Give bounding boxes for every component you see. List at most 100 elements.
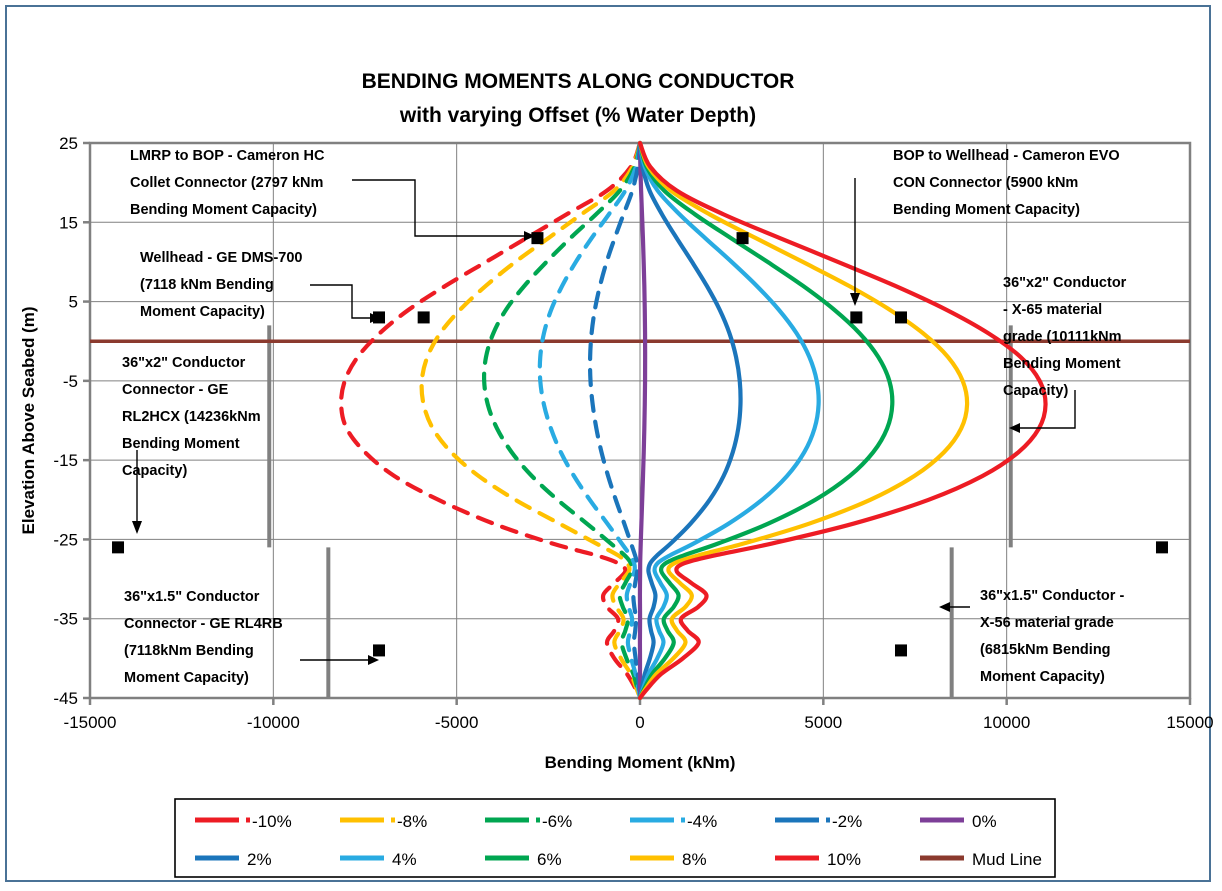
annotation-line: grade (10111kNm (1003, 329, 1122, 345)
x-tick-label: -5000 (435, 713, 478, 732)
annotation-line: X-56 material grade (980, 615, 1114, 631)
annotation-line: Wellhead - GE DMS-700 (140, 250, 303, 266)
annotation-line: BOP to Wellhead - Cameron EVO (893, 148, 1120, 164)
legend-box (174, 798, 1056, 878)
capacity-marker (1155, 541, 1168, 554)
arrowhead-conductor-15in (368, 655, 379, 665)
y-tick-label: 25 (59, 134, 78, 153)
series-line-0pct (637, 140, 648, 701)
legend-label: 8% (682, 850, 707, 869)
legend-label: -8% (397, 812, 427, 831)
annotation-line: (6815kNm Bending (980, 642, 1111, 658)
annotation-line: 36"x1.5" Conductor - (980, 588, 1124, 604)
annotation-line: 36"x2" Conductor (122, 355, 246, 371)
x-tick-label: 10000 (983, 713, 1030, 732)
capacity-marker (531, 232, 544, 245)
legend-label: Mud Line (972, 850, 1042, 869)
x-tick-label: 0 (635, 713, 644, 732)
legend-label: 4% (392, 850, 417, 869)
x-tick-label: -15000 (64, 713, 117, 732)
y-tick-label: -25 (53, 530, 78, 549)
annotation-line: - X-65 material (1003, 302, 1102, 318)
annotation-line: RL2HCX (14236kNm (122, 409, 261, 425)
legend-item[interactable]: -10% (195, 812, 292, 831)
arrowhead-wellhead (370, 313, 381, 323)
series-line-neg6pct (481, 140, 643, 701)
x-tick-label: -10000 (247, 713, 300, 732)
series-line-neg4pct (537, 140, 643, 701)
annotation-line: Bending Moment Capacity) (893, 202, 1080, 218)
annotation-line: 36"x2" Conductor (1003, 275, 1127, 291)
y-tick-label: -35 (53, 610, 78, 629)
annotation-line: CON Connector (5900 kNm (893, 175, 1078, 191)
series-line-neg10pct (339, 140, 643, 701)
legend-item[interactable]: 2% (195, 850, 272, 869)
leader-wellhead (310, 284, 378, 319)
x-axis-label: Bending Moment (kNm) (545, 753, 736, 772)
annotation-line: Connector - GE (122, 382, 229, 398)
capacity-marker (894, 311, 907, 324)
capacity-marker (894, 644, 907, 657)
legend-item[interactable]: 4% (340, 850, 417, 869)
series-line-neg2pct (587, 140, 643, 701)
capacity-marker (417, 311, 430, 324)
y-tick-label: 15 (59, 213, 78, 232)
legend: -10% -8% -6% -4% -2% 0% 2% 4% 6% 8% 10% Mud Line (195, 812, 1042, 869)
annotation-wellhead: Wellhead - GE DMS-700 (7118 kNm BendingMo… (140, 250, 303, 320)
legend-label: -10% (252, 812, 292, 831)
annotation-line: Moment Capacity) (980, 669, 1105, 685)
annotation-line: (7118 kNm Bending (140, 277, 274, 293)
legend-label: -6% (542, 812, 572, 831)
annotation-line: Bending Moment (1003, 356, 1121, 372)
series-line-6pct (637, 140, 895, 701)
legend-item[interactable]: -4% (630, 812, 717, 831)
y-tick-label: -15 (53, 451, 78, 470)
legend-item[interactable]: 0% (920, 812, 997, 831)
legend-item[interactable]: 10% (775, 850, 861, 869)
capacity-marker (373, 644, 386, 657)
legend-label: -2% (832, 812, 862, 831)
legend-item[interactable]: 8% (630, 850, 707, 869)
series-line-neg8pct (419, 140, 643, 701)
annotation-line: Moment Capacity) (124, 670, 249, 686)
annotation-conductor-x56: 36"x1.5" Conductor - X-56 material grade (… (980, 588, 1124, 685)
chart-subtitle: with varying Offset (% Water Depth) (399, 104, 756, 127)
annotation-line: (7118kNm Bending (124, 643, 254, 659)
series-line-4pct (637, 140, 821, 701)
capacity-marker (850, 311, 863, 324)
series-line-8pct (637, 140, 970, 701)
legend-label: 0% (972, 812, 997, 831)
arrowhead-lmrp-bop (524, 231, 535, 241)
legend-item[interactable]: -8% (340, 812, 427, 831)
annotation-line: Capacity) (1003, 383, 1068, 399)
arrowhead-conductor-x65 (1009, 423, 1020, 433)
annotation-line: 36"x1.5" Conductor (124, 589, 260, 605)
legend-label: 6% (537, 850, 562, 869)
arrowhead-conductor-2in (132, 521, 142, 534)
annotation-line: Bending Moment Capacity) (130, 202, 317, 218)
leader-lmrp-bop (352, 179, 535, 237)
annotation-line: Moment Capacity) (140, 304, 265, 320)
capacity-marker (112, 541, 125, 554)
arrowhead-conductor-x56 (939, 602, 950, 612)
series-line-10pct (637, 140, 1048, 701)
annotation-line: Collet Connector (2797 kNm (130, 175, 323, 191)
y-tick-label: -5 (63, 372, 78, 391)
legend-label: -4% (687, 812, 717, 831)
legend-item[interactable]: -6% (485, 812, 572, 831)
annotation-line: Bending Moment (122, 436, 240, 452)
capacity-markers (112, 232, 1168, 657)
legend-item[interactable]: 6% (485, 850, 562, 869)
chart-title: BENDING MOMENTS ALONG CONDUCTOR (362, 70, 795, 93)
legend-item[interactable]: -2% (775, 812, 862, 831)
annotation-line: Connector - GE RL4RB (124, 616, 283, 632)
legend-item[interactable]: Mud Line (920, 850, 1042, 869)
legend-label: 2% (247, 850, 272, 869)
